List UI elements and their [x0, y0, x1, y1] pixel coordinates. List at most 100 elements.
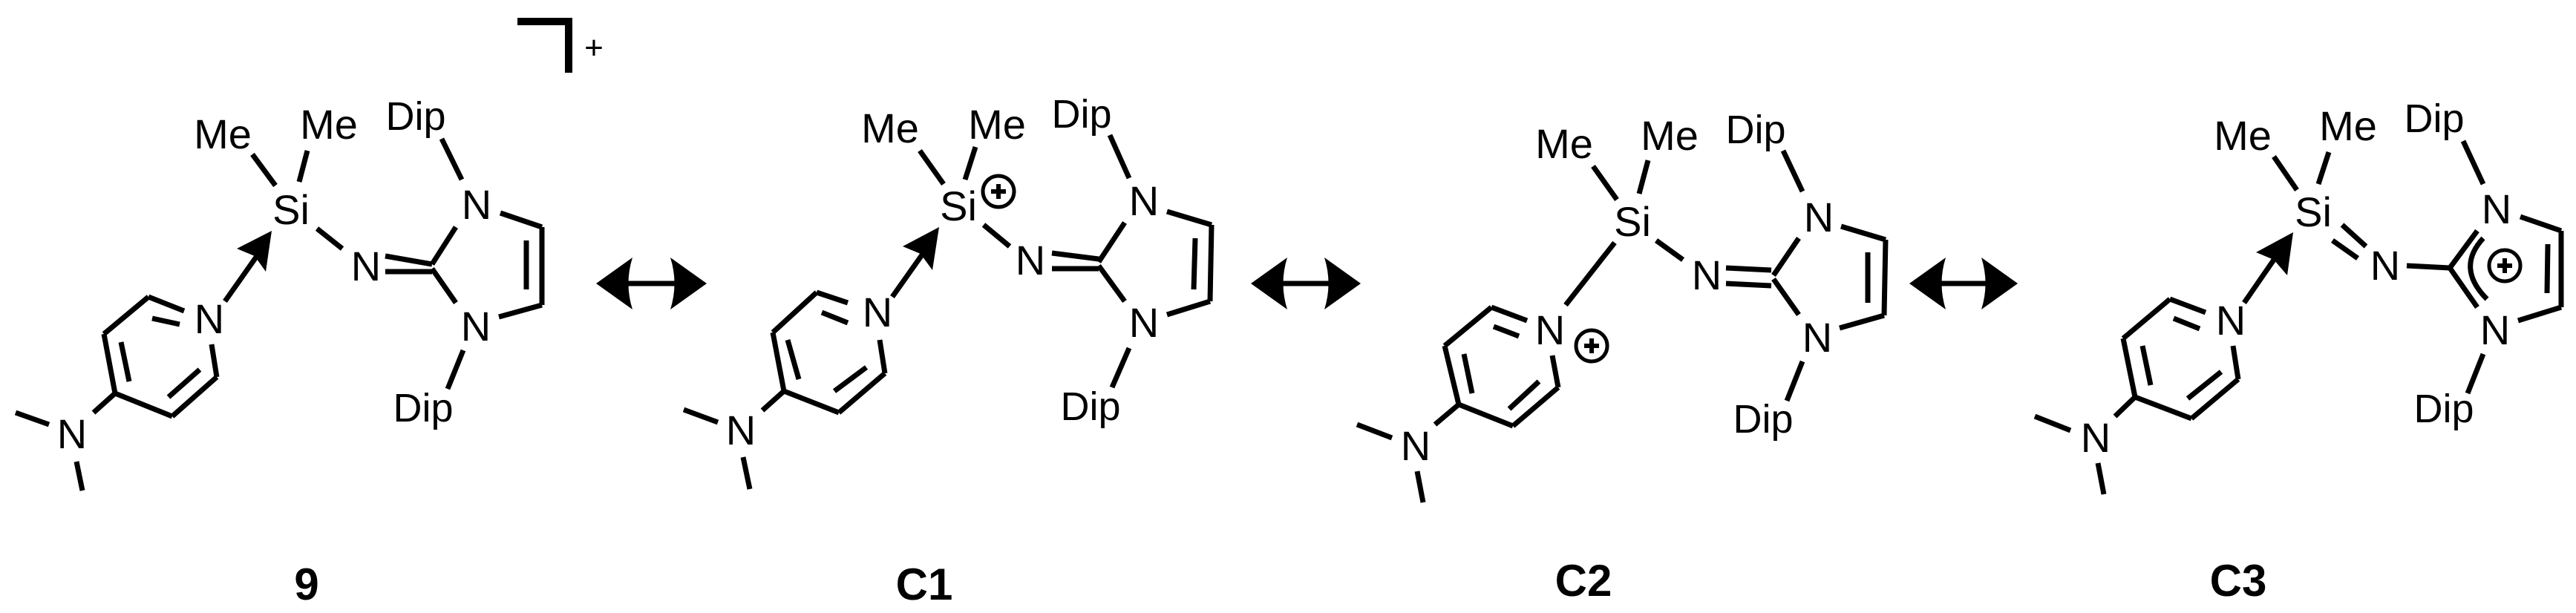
bond-line [2330, 238, 2360, 260]
bond-line [1780, 149, 1805, 193]
bond-line [2315, 151, 2332, 186]
bond-line [1725, 281, 1772, 289]
bond-line [499, 210, 543, 230]
bond-line [815, 289, 849, 306]
bond-line [1051, 250, 1099, 262]
bond-line [2544, 243, 2551, 294]
compound-label: C2 [1555, 556, 1612, 606]
atom-label: Me [1641, 112, 1699, 159]
atom-label: N [863, 289, 892, 335]
bond-line [2448, 229, 2479, 270]
atom-label: N [351, 243, 381, 289]
bond-line [439, 137, 465, 181]
atom-label: Si [1614, 198, 1651, 245]
atom-label: N [1802, 314, 1832, 361]
bond-line [782, 388, 840, 416]
bond-line [1839, 312, 1885, 331]
atom-label: Me [300, 101, 358, 148]
bond-line [2519, 214, 2563, 234]
bond-line [1166, 298, 1212, 318]
bond-line [209, 344, 220, 378]
bond-line [1096, 263, 1127, 304]
bond-line [151, 315, 180, 327]
bond-line [102, 295, 151, 336]
bond-line [2033, 413, 2072, 433]
bond-line [1771, 277, 1801, 317]
overall-charge-bracket: + [517, 18, 604, 73]
bond-line [1457, 401, 1514, 429]
bond-line [2186, 370, 2223, 401]
atom-label: N [462, 181, 491, 228]
bond-line [498, 302, 543, 320]
bond-line [1840, 223, 1887, 243]
bond-line [2168, 296, 2207, 315]
bond-line [918, 148, 946, 186]
bond-line [296, 150, 310, 183]
bond-line [250, 152, 278, 188]
bond-line [1591, 164, 1619, 202]
atom-label: Me [194, 111, 252, 157]
atom-label: N [2081, 414, 2111, 461]
bond-line [2340, 223, 2368, 249]
bond-line [1109, 347, 1132, 389]
bond-line [1654, 238, 1685, 262]
bond-line [2121, 297, 2172, 341]
bond-line [2230, 345, 2241, 380]
bond-line [1881, 239, 1889, 316]
bond-line [877, 339, 888, 374]
substituent-label: Dip [2404, 96, 2464, 141]
bond-line [2448, 266, 2479, 309]
bond-line [760, 389, 786, 413]
bond-line [2095, 462, 2107, 495]
bond-line [430, 226, 458, 266]
substituent-label: Dip [393, 386, 453, 430]
atom-label: N [461, 303, 491, 350]
atom-label: Me [861, 105, 919, 151]
bond-line [2242, 258, 2276, 304]
bond-line [223, 254, 259, 304]
bond-line [1725, 265, 1772, 273]
substituent-label: Dip [1733, 397, 1793, 442]
atom-label: N [2480, 306, 2510, 353]
bond-line [73, 461, 85, 491]
bond-line [2120, 338, 2138, 398]
bond-line [1492, 324, 1520, 339]
bond-line [770, 332, 787, 392]
bond-line [2172, 315, 2201, 332]
atom-label: N [1016, 237, 1045, 283]
dative-arrowhead-icon [2256, 232, 2293, 275]
bond-line [114, 390, 174, 419]
bond-line [2189, 377, 2240, 421]
atom-label: Me [2319, 102, 2377, 149]
substituent-label: Dip [1725, 108, 1785, 152]
bond-line [1549, 355, 1561, 388]
bond-line [2460, 140, 2486, 186]
bond-line [771, 290, 819, 335]
atom-label: Si [2295, 189, 2332, 235]
bond-line [166, 367, 202, 399]
compound-label: C1 [896, 560, 953, 609]
positive-charge-icon [1574, 328, 1609, 364]
atom-label: N [1129, 299, 1159, 346]
bracket-icon [517, 18, 572, 73]
bond-line [820, 309, 849, 326]
atom-label: N [57, 410, 87, 457]
bond-line [785, 339, 802, 380]
atom-label: N [726, 407, 756, 453]
compound-label: C3 [2210, 556, 2267, 606]
bond-line [1511, 385, 1560, 428]
bond-line [1563, 240, 1617, 307]
bond-line [101, 333, 118, 394]
resonance-arrow-icon [596, 258, 707, 309]
resonance-arrows [596, 258, 2018, 309]
bond-line [2139, 345, 2154, 386]
atom-label: Si [272, 186, 310, 233]
bond-line [1461, 353, 1475, 394]
